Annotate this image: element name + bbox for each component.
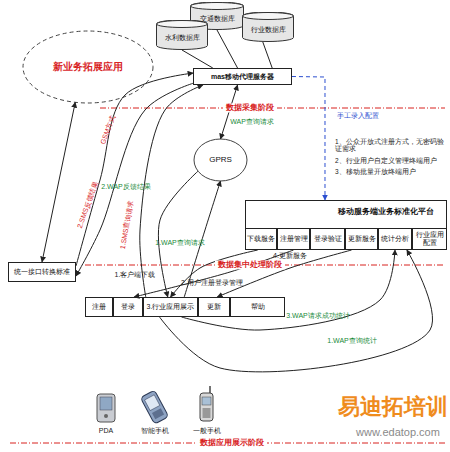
phone-screen: [202, 397, 211, 405]
node-text: 新业务拓展应用: [53, 62, 123, 73]
edge-label: 3.WAP请求成功统计: [286, 312, 350, 320]
edge-label: WAP查询请求: [230, 118, 274, 126]
service-cell: 统计分析: [378, 228, 412, 250]
node-text: 行业应用配置: [413, 231, 446, 247]
database-cylinder: 行业数据库: [242, 12, 294, 42]
node-text: 统一接口转换标准: [14, 268, 70, 276]
node-text: 登录: [121, 303, 135, 311]
connector: [76, 83, 193, 276]
edge-label: 1.WAP查询请求: [155, 239, 205, 247]
device-label: PDA: [99, 427, 113, 435]
connector: [217, 250, 351, 297]
pda-device: [97, 394, 115, 422]
watermark: 易迪拓培训: [338, 394, 448, 419]
network-ellipse: GPRS: [193, 138, 248, 182]
node-text: 帮助: [251, 303, 265, 311]
client-cell: 注册: [85, 297, 113, 317]
node-text: 交通数据库: [200, 9, 235, 22]
phase-label: 数据采集阶段: [223, 103, 277, 112]
edge-label: 1.客户端下载: [115, 271, 156, 279]
phone-antenna: [209, 386, 211, 393]
node-text: 注册管理: [280, 235, 308, 243]
database-cylinder: 水利数据库: [156, 20, 208, 50]
client-cell: 帮助: [230, 297, 285, 317]
ellipse-outline: [194, 139, 247, 181]
smartphone-device: [140, 390, 168, 424]
application-ellipse: 新业务拓展应用: [22, 30, 154, 104]
edge-label: 2.用户注册登录管理: [181, 279, 243, 287]
cylinder-top: [191, 3, 244, 10]
node-text: 更新服务: [348, 235, 376, 243]
client-cell: 登录: [113, 297, 143, 317]
node-text: 登录验证: [314, 235, 342, 243]
node-text: 3.行业应用展示: [147, 303, 195, 311]
node-text: 移动服务端业务标准化平台: [330, 208, 442, 216]
ellipse-outline: [23, 31, 153, 103]
node-text: 下载服务: [247, 235, 275, 243]
device-label: 一般手机: [193, 427, 221, 435]
edge-label: GSM方式: [99, 115, 117, 146]
interface-box: 统一接口转换标准: [8, 262, 76, 282]
pda-body: [97, 394, 115, 422]
connector: [76, 73, 193, 266]
node-text: 注册: [92, 303, 106, 311]
service-cell: 下载服务: [245, 228, 277, 250]
connector: [263, 42, 272, 68]
node-text: 统计分析: [381, 235, 409, 243]
connector: [158, 171, 198, 297]
phone-device: [200, 386, 213, 421]
note-text: 3、移动批量开放终端用户: [335, 168, 445, 175]
cylinder-top: [243, 13, 294, 20]
server-box: mas移动代理服务器: [193, 68, 292, 85]
edge-label: 4.更新服务: [273, 252, 307, 260]
node-text: 水利数据库: [165, 28, 200, 41]
node-text: 更新: [207, 303, 221, 311]
connector: [134, 250, 294, 297]
connector: [160, 250, 433, 372]
service-cell: 更新服务: [345, 228, 378, 250]
note-text: 2、行业用户自定义管理终端用户: [335, 157, 445, 164]
phase-label: 数据集中处理阶段: [215, 260, 285, 269]
cylinder-top: [157, 21, 208, 28]
smartphone-keys: [152, 408, 164, 419]
node-text: mas移动代理服务器: [211, 73, 274, 81]
connector: [217, 30, 238, 68]
service-cell: 注册管理: [277, 228, 310, 250]
platform-box: 移动服务端业务标准化平台下载服务注册管理登录验证更新服务统计分析行业应用配置: [245, 200, 447, 250]
edge-label: 2.SMS反馈结果: [76, 181, 100, 230]
service-cell: 登录验证: [310, 228, 345, 250]
note-text: 1、公众开放式注册方式，无密码验证需求: [335, 138, 445, 153]
node-text: GPRS: [209, 156, 232, 165]
connector: [182, 250, 396, 330]
device-label: 智能手机: [141, 427, 169, 435]
connector: [171, 250, 258, 297]
edge-label: 1.WAP查询统计: [327, 337, 377, 345]
connector: [292, 77, 325, 201]
edge-label: 手工录入配置: [337, 112, 379, 120]
client-cell: 更新: [198, 297, 230, 317]
smartphone-screen: [145, 395, 160, 411]
edge-label: 2.WAP反馈结果: [101, 183, 151, 191]
service-cell: 行业应用配置: [412, 228, 447, 250]
phase-label: 数据应用展示阶段: [197, 438, 267, 447]
connector: [42, 102, 75, 262]
watermark: www.edatop.com: [356, 426, 440, 439]
node-text: 行业数据库: [251, 20, 286, 33]
pda-screen: [100, 397, 112, 410]
connector: [140, 85, 203, 297]
phone-body: [200, 393, 213, 421]
cylinder-body: [243, 12, 294, 42]
phone-keypad: [203, 408, 211, 418]
connector: [182, 50, 213, 68]
client-cell: 3.行业应用展示: [143, 297, 198, 317]
edge-label: 1.SMS查询请求: [119, 200, 135, 250]
pda-button: [104, 414, 108, 418]
cylinder-body: [157, 20, 208, 50]
smartphone-body: [140, 390, 168, 424]
